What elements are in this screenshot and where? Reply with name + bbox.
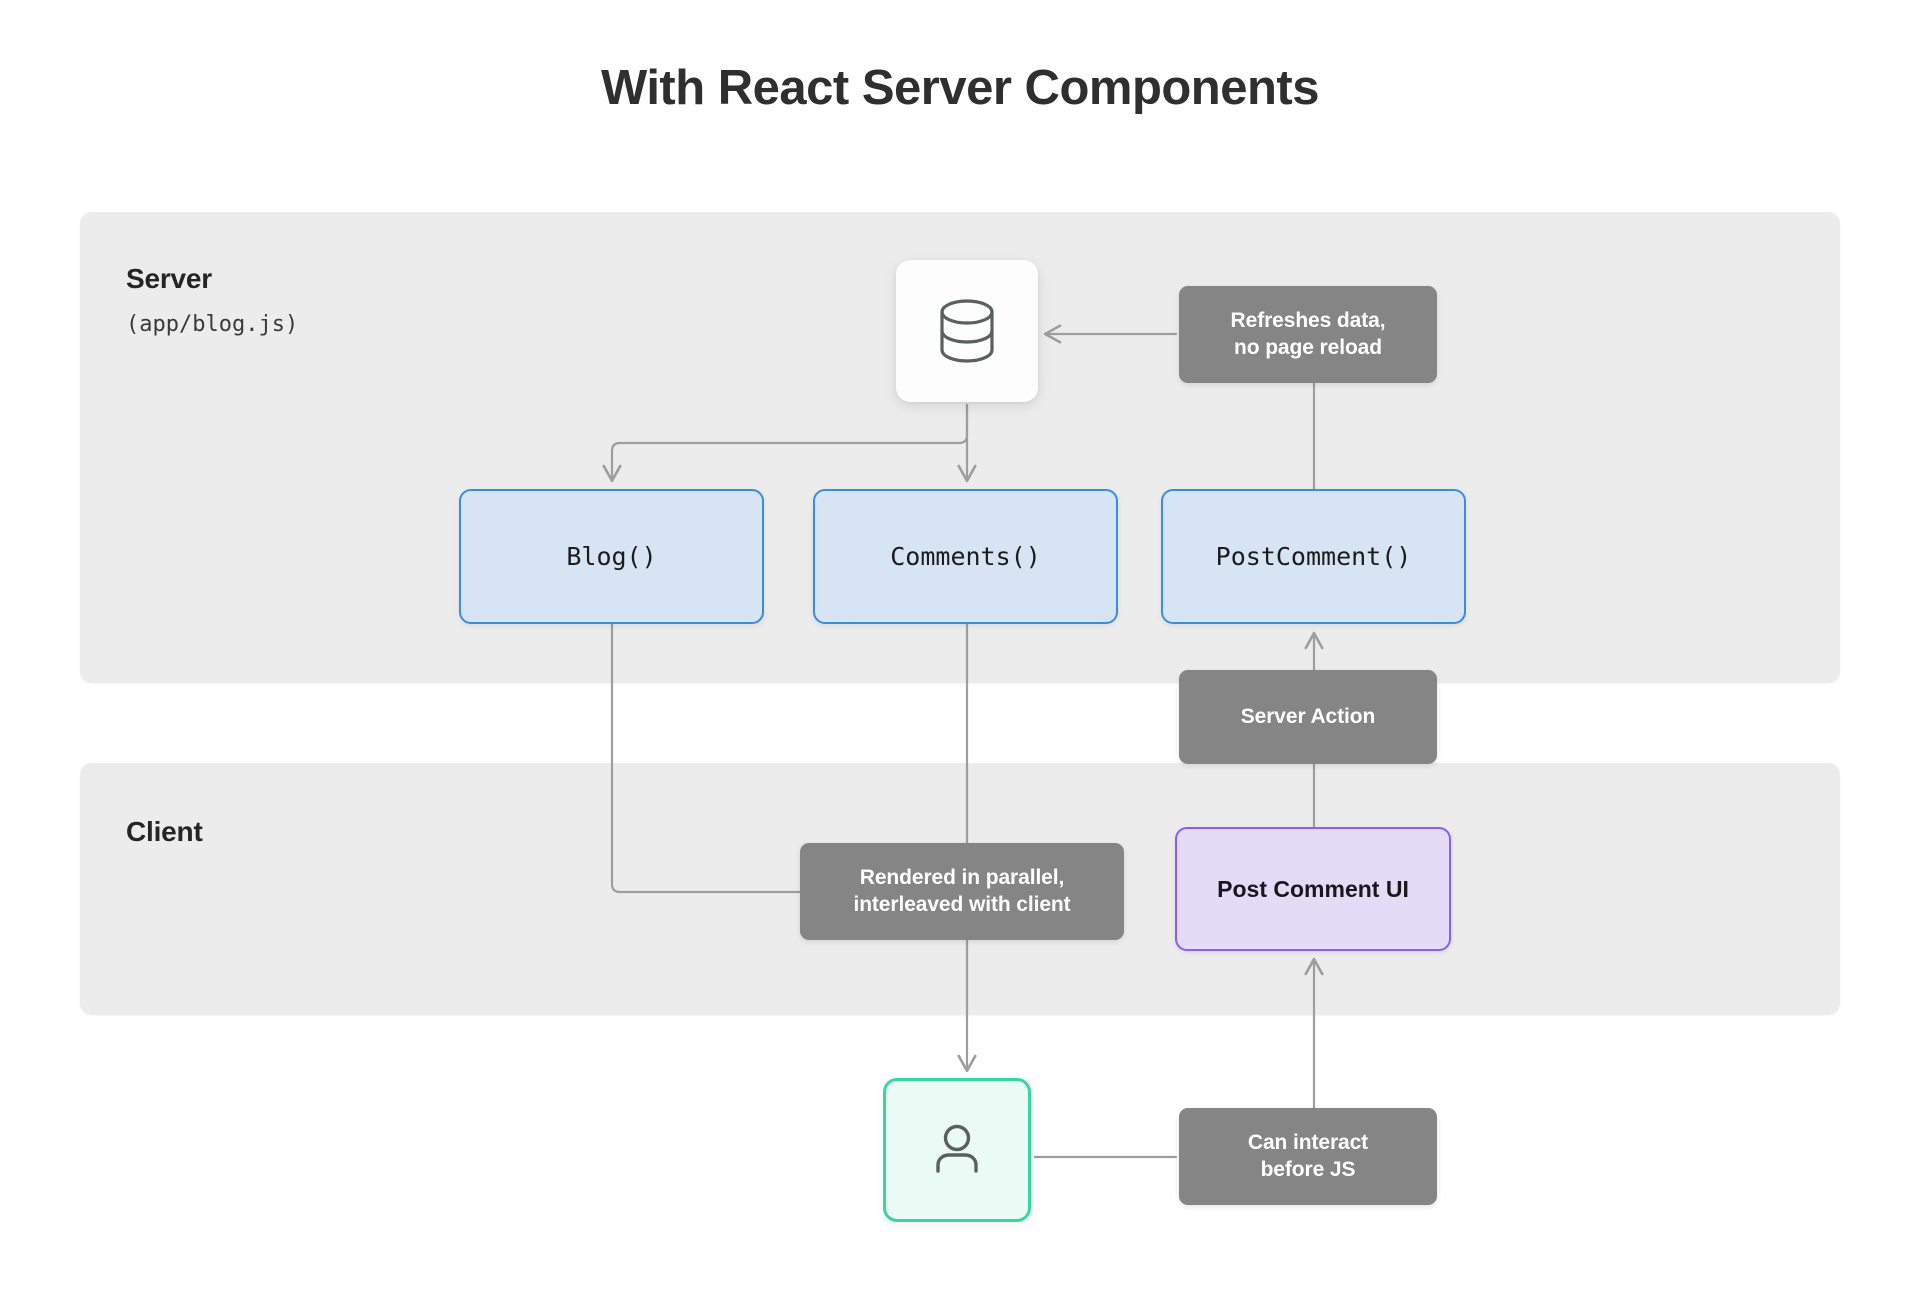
annotation-can-interact: Can interact before JS [1179,1108,1437,1205]
node-user[interactable] [883,1078,1031,1222]
node-database[interactable] [896,260,1038,402]
node-blog-label: Blog() [566,542,657,571]
panel-client-label: Client [126,816,203,847]
node-comments[interactable]: Comments() [813,489,1118,624]
node-post-comment[interactable]: PostComment() [1161,489,1466,624]
panel-server-label: Server [126,263,212,294]
annotation-refreshes-data-line2: no page reload [1234,335,1382,359]
annotation-rendered-in-parallel-line2: interleaved with client [853,892,1071,916]
node-post-comment-ui-label: Post Comment UI [1217,875,1409,902]
annotation-server-action-line1: Server Action [1240,704,1376,728]
node-comments-label: Comments() [890,542,1041,571]
panel-server-sublabel: (app/blog.js) [126,312,299,337]
node-blog[interactable]: Blog() [459,489,764,624]
database-icon [940,299,994,363]
node-post-comment-label: PostComment() [1215,542,1412,571]
annotation-refreshes-data-line1: Refreshes data, [1230,308,1386,332]
annotation-can-interact-line1: Can interact [1247,1130,1369,1154]
page-title: With React Server Components [601,61,1320,115]
node-post-comment-ui[interactable]: Post Comment UI [1175,827,1451,951]
annotation-rendered-in-parallel: Rendered in parallel, interleaved with c… [800,843,1124,940]
annotation-server-action: Server Action [1179,670,1437,764]
user-icon [936,1124,978,1173]
annotation-rendered-in-parallel-line1: Rendered in parallel, [859,865,1065,889]
annotation-can-interact-line2: before JS [1260,1157,1356,1181]
annotation-refreshes-data: Refreshes data, no page reload [1179,286,1437,383]
